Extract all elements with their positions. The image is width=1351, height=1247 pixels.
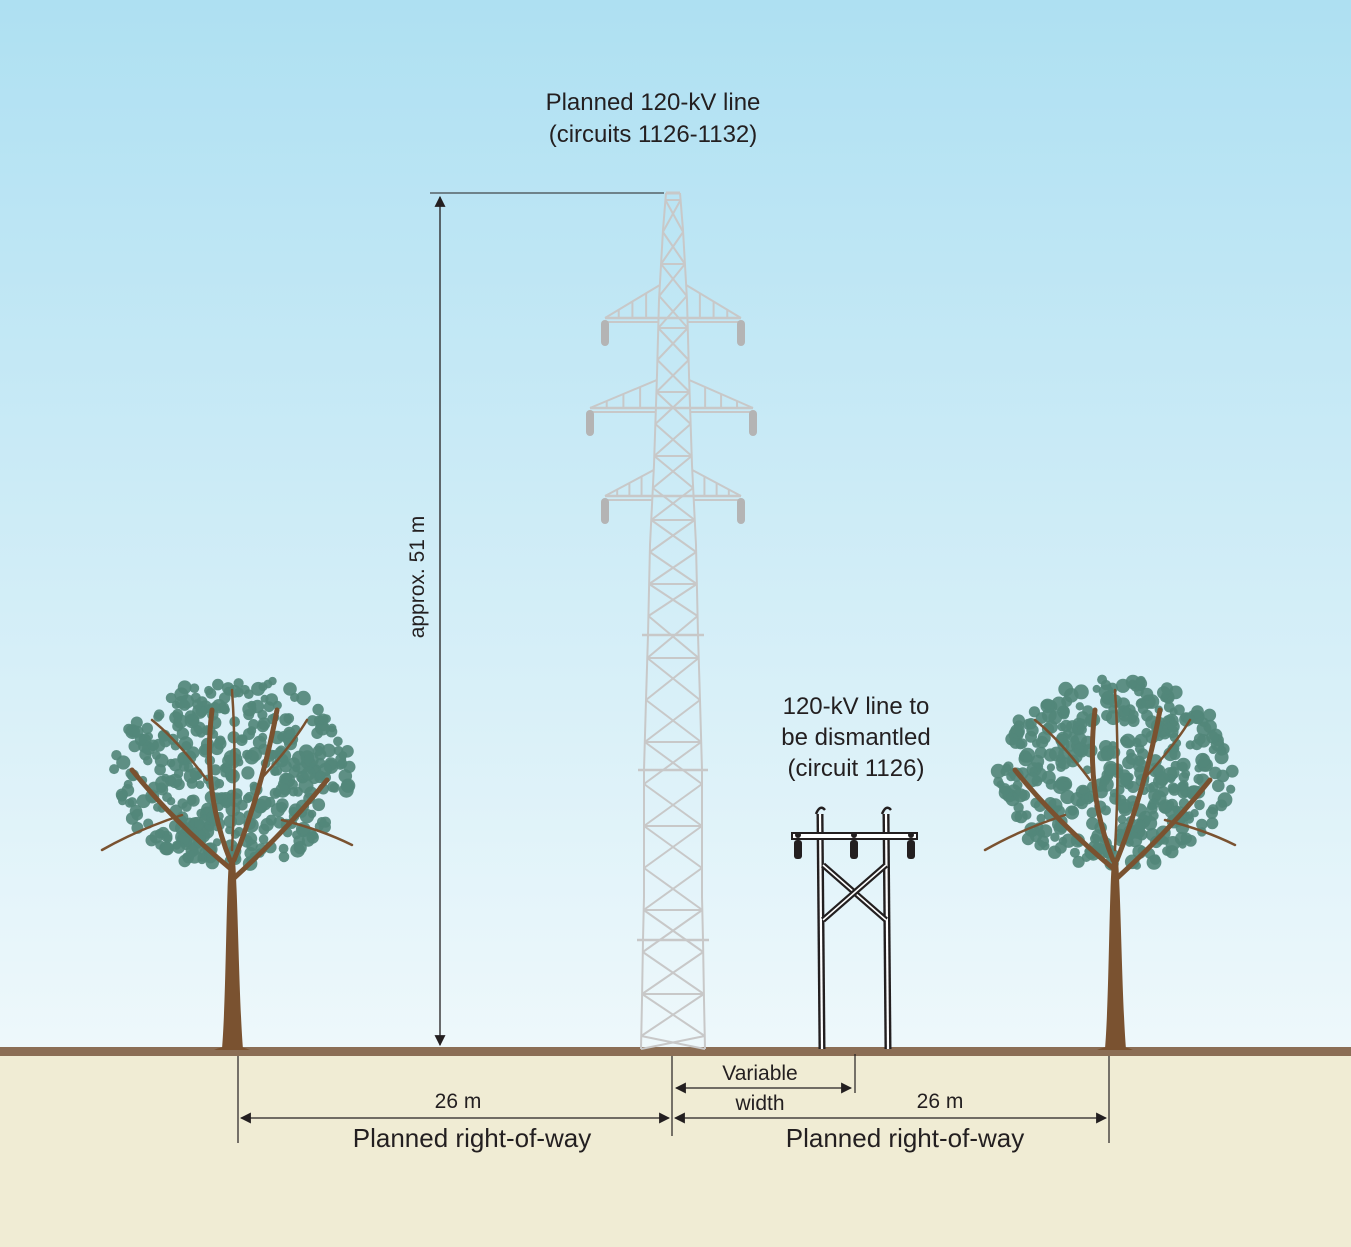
ground-line xyxy=(0,1047,1351,1056)
tower-height-label: approx. 51 m xyxy=(406,516,429,639)
height-dimension: approx. 51 m xyxy=(406,192,664,1047)
tree-right xyxy=(983,674,1239,1050)
h-frame-insulator-right xyxy=(907,840,915,859)
tree-trunk xyxy=(222,860,243,1049)
sky xyxy=(0,0,1351,1050)
planned-line-circuits: (circuits 1126-1132) xyxy=(549,121,758,148)
old-line-label-3: (circuit 1126) xyxy=(788,755,925,782)
width-dimensions xyxy=(237,1054,1110,1143)
variable-width-label-2: width xyxy=(734,1092,784,1115)
ground xyxy=(0,1050,1351,1247)
h-frame-structure-to-be-dismantled xyxy=(791,806,918,1050)
left-width-label: 26 m xyxy=(435,1090,482,1113)
lattice-insulator-1-right xyxy=(737,320,745,346)
h-frame-insulator-middle xyxy=(850,840,858,859)
right-right-of-way-label: Planned right-of-way xyxy=(786,1123,1024,1153)
tree-left xyxy=(100,676,356,1050)
planned-line-title: Planned 120-kV line xyxy=(546,89,761,116)
lattice-tower-leg-left xyxy=(640,192,667,1050)
old-line-label-1: 120-kV line to xyxy=(783,693,930,720)
lattice-insulator-3-right xyxy=(737,498,745,524)
tree-left-branches xyxy=(100,688,354,1050)
lattice-insulator-3-left xyxy=(601,498,609,524)
h-frame-insulator-left xyxy=(794,840,802,859)
lattice-insulator-1-left xyxy=(601,320,609,346)
tree-right-branches xyxy=(983,688,1237,1050)
variable-width-label-1: Variable xyxy=(722,1062,798,1085)
left-right-of-way-label: Planned right-of-way xyxy=(353,1123,591,1153)
old-line-label-2: be dismantled xyxy=(781,724,930,751)
right-width-label: 26 m xyxy=(917,1090,964,1113)
tree-trunk xyxy=(1105,860,1126,1049)
lattice-tower-leg-right xyxy=(679,192,706,1050)
lattice-insulator-2-right xyxy=(749,410,757,436)
lattice-insulator-2-left xyxy=(586,410,594,436)
planned-lattice-tower xyxy=(586,191,757,1050)
